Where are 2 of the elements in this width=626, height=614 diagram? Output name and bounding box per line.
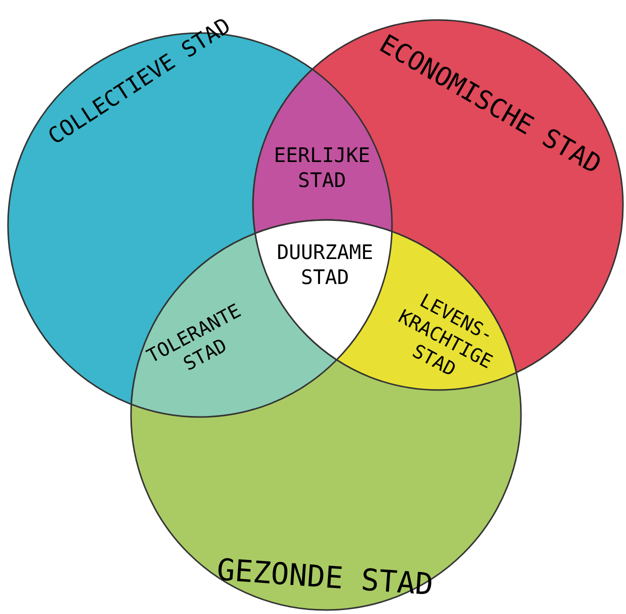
region-label: EERLIJKE STAD bbox=[262, 143, 382, 193]
circle-label: GEZONDE STAD bbox=[174, 548, 476, 608]
